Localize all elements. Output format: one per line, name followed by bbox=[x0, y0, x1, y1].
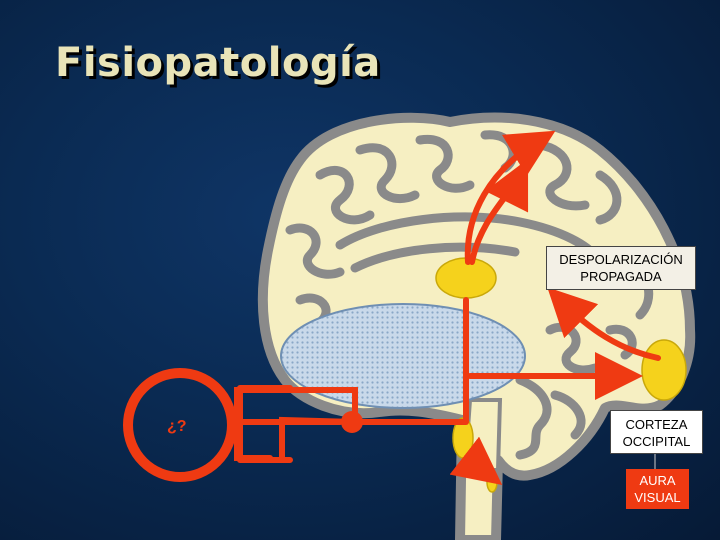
despolarizacion-line-1: DESPOLARIZACIÓN bbox=[547, 251, 695, 268]
aura-visual-label: AURA VISUAL bbox=[626, 469, 689, 509]
question-label: ¿? bbox=[167, 418, 187, 436]
corteza-line-2: OCCIPITAL bbox=[611, 433, 702, 450]
aura-line-2: VISUAL bbox=[626, 489, 689, 506]
despolarizacion-line-2: PROPAGADA bbox=[547, 268, 695, 285]
corteza-line-1: CORTEZA bbox=[611, 416, 702, 433]
junction-dot bbox=[341, 411, 363, 433]
aura-line-1: AURA bbox=[626, 472, 689, 489]
despolarizacion-label: DESPOLARIZACIÓN PROPAGADA bbox=[546, 246, 696, 290]
occipital-nucleus bbox=[642, 340, 686, 400]
corteza-occipital-label: CORTEZA OCCIPITAL bbox=[610, 410, 703, 454]
